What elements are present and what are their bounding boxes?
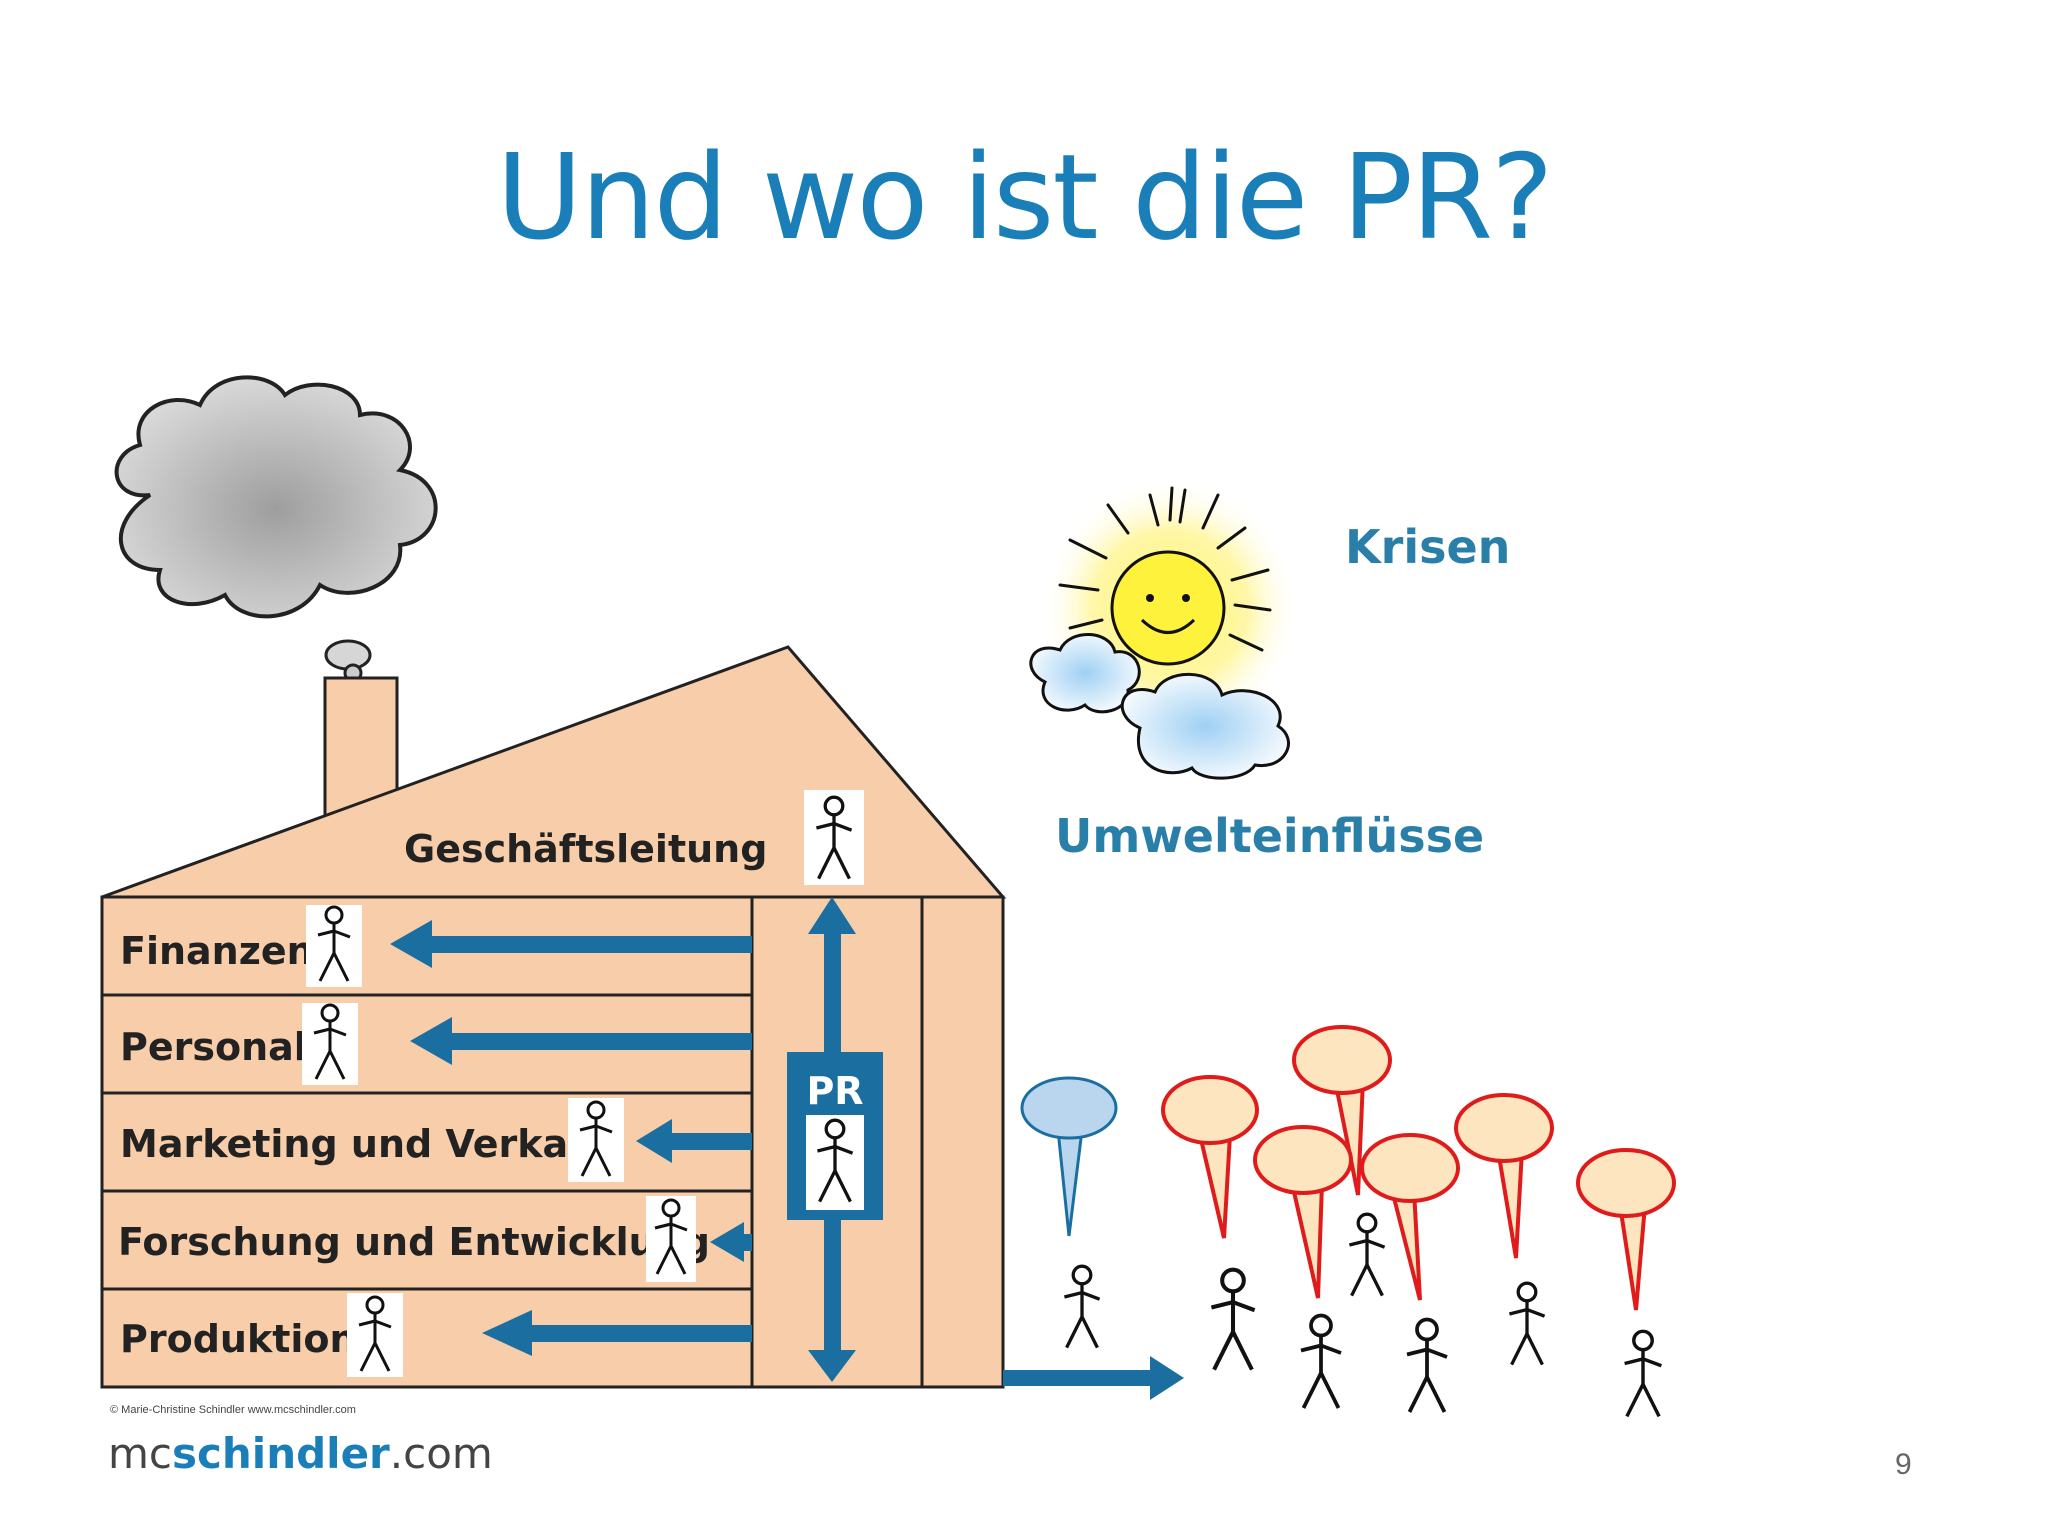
stick-figure-icon bbox=[1062, 1264, 1102, 1350]
speech-bubble-icon bbox=[1454, 1093, 1554, 1259]
roof-label: Geschäftsleitung bbox=[404, 827, 767, 871]
crisis-label: Krisen bbox=[1345, 520, 1510, 574]
smoke-cloud-icon bbox=[114, 375, 438, 683]
department-label: Personal bbox=[120, 1025, 307, 1069]
stick-figure-icon bbox=[1407, 1320, 1447, 1413]
department-marketing: Marketing und Verkauf bbox=[120, 1098, 624, 1182]
pr-box: PR bbox=[787, 1052, 883, 1220]
arrow-icon bbox=[410, 1017, 752, 1065]
arrow-icon bbox=[390, 920, 752, 968]
department-label: Forschung und Entwicklung bbox=[118, 1220, 710, 1264]
communication-arrows bbox=[390, 920, 752, 1356]
stick-figure-icon bbox=[1347, 1212, 1387, 1298]
ceo-figure-icon bbox=[804, 790, 864, 885]
logo-prefix: mc bbox=[108, 1429, 172, 1478]
arrow-icon bbox=[636, 1119, 752, 1163]
department-finanzen: Finanzen bbox=[120, 905, 362, 987]
arrow-icon bbox=[710, 1222, 752, 1262]
department-label: Marketing und Verkauf bbox=[120, 1122, 612, 1166]
speech-bubble-icon bbox=[1253, 1125, 1353, 1299]
department-label: Finanzen bbox=[120, 929, 314, 973]
red-speech-bubbles bbox=[1161, 1025, 1676, 1311]
influence-label: Umwelteinflüsse bbox=[1055, 809, 1484, 863]
logo-suffix: .com bbox=[390, 1429, 493, 1478]
department-label: Produktion bbox=[120, 1317, 357, 1361]
house bbox=[100, 645, 1007, 1389]
speech-bubble-icon bbox=[1292, 1025, 1392, 1196]
copyright-text: © Marie-Christine Schindler www.mcschind… bbox=[110, 1404, 356, 1416]
site-logo: mcschindler.com bbox=[108, 1429, 493, 1478]
speech-bubble-icon bbox=[1020, 1076, 1118, 1237]
outgoing-arrow-icon bbox=[1003, 1356, 1184, 1400]
logo-brand: schindler bbox=[172, 1429, 390, 1478]
pr-label: PR bbox=[806, 1069, 863, 1113]
arrow-icon bbox=[482, 1310, 752, 1356]
slide-title: Und wo ist die PR? bbox=[496, 128, 1553, 266]
department-forschung: Forschung und Entwicklung bbox=[118, 1196, 710, 1282]
speech-bubble-icon bbox=[1161, 1075, 1259, 1239]
stick-figure-icon bbox=[1211, 1270, 1254, 1370]
speech-bubble-icon bbox=[1360, 1133, 1460, 1301]
sun-icon bbox=[1029, 478, 1300, 780]
department-produktion: Produktion bbox=[120, 1293, 403, 1377]
department-personal: Personal bbox=[120, 1003, 358, 1085]
stick-figure-icon bbox=[1622, 1329, 1664, 1419]
stick-figure-icon bbox=[1301, 1316, 1341, 1409]
slide-number: 9 bbox=[1895, 1448, 1912, 1481]
stick-figure-icon bbox=[1507, 1281, 1547, 1367]
speech-bubble-icon bbox=[1576, 1148, 1676, 1311]
